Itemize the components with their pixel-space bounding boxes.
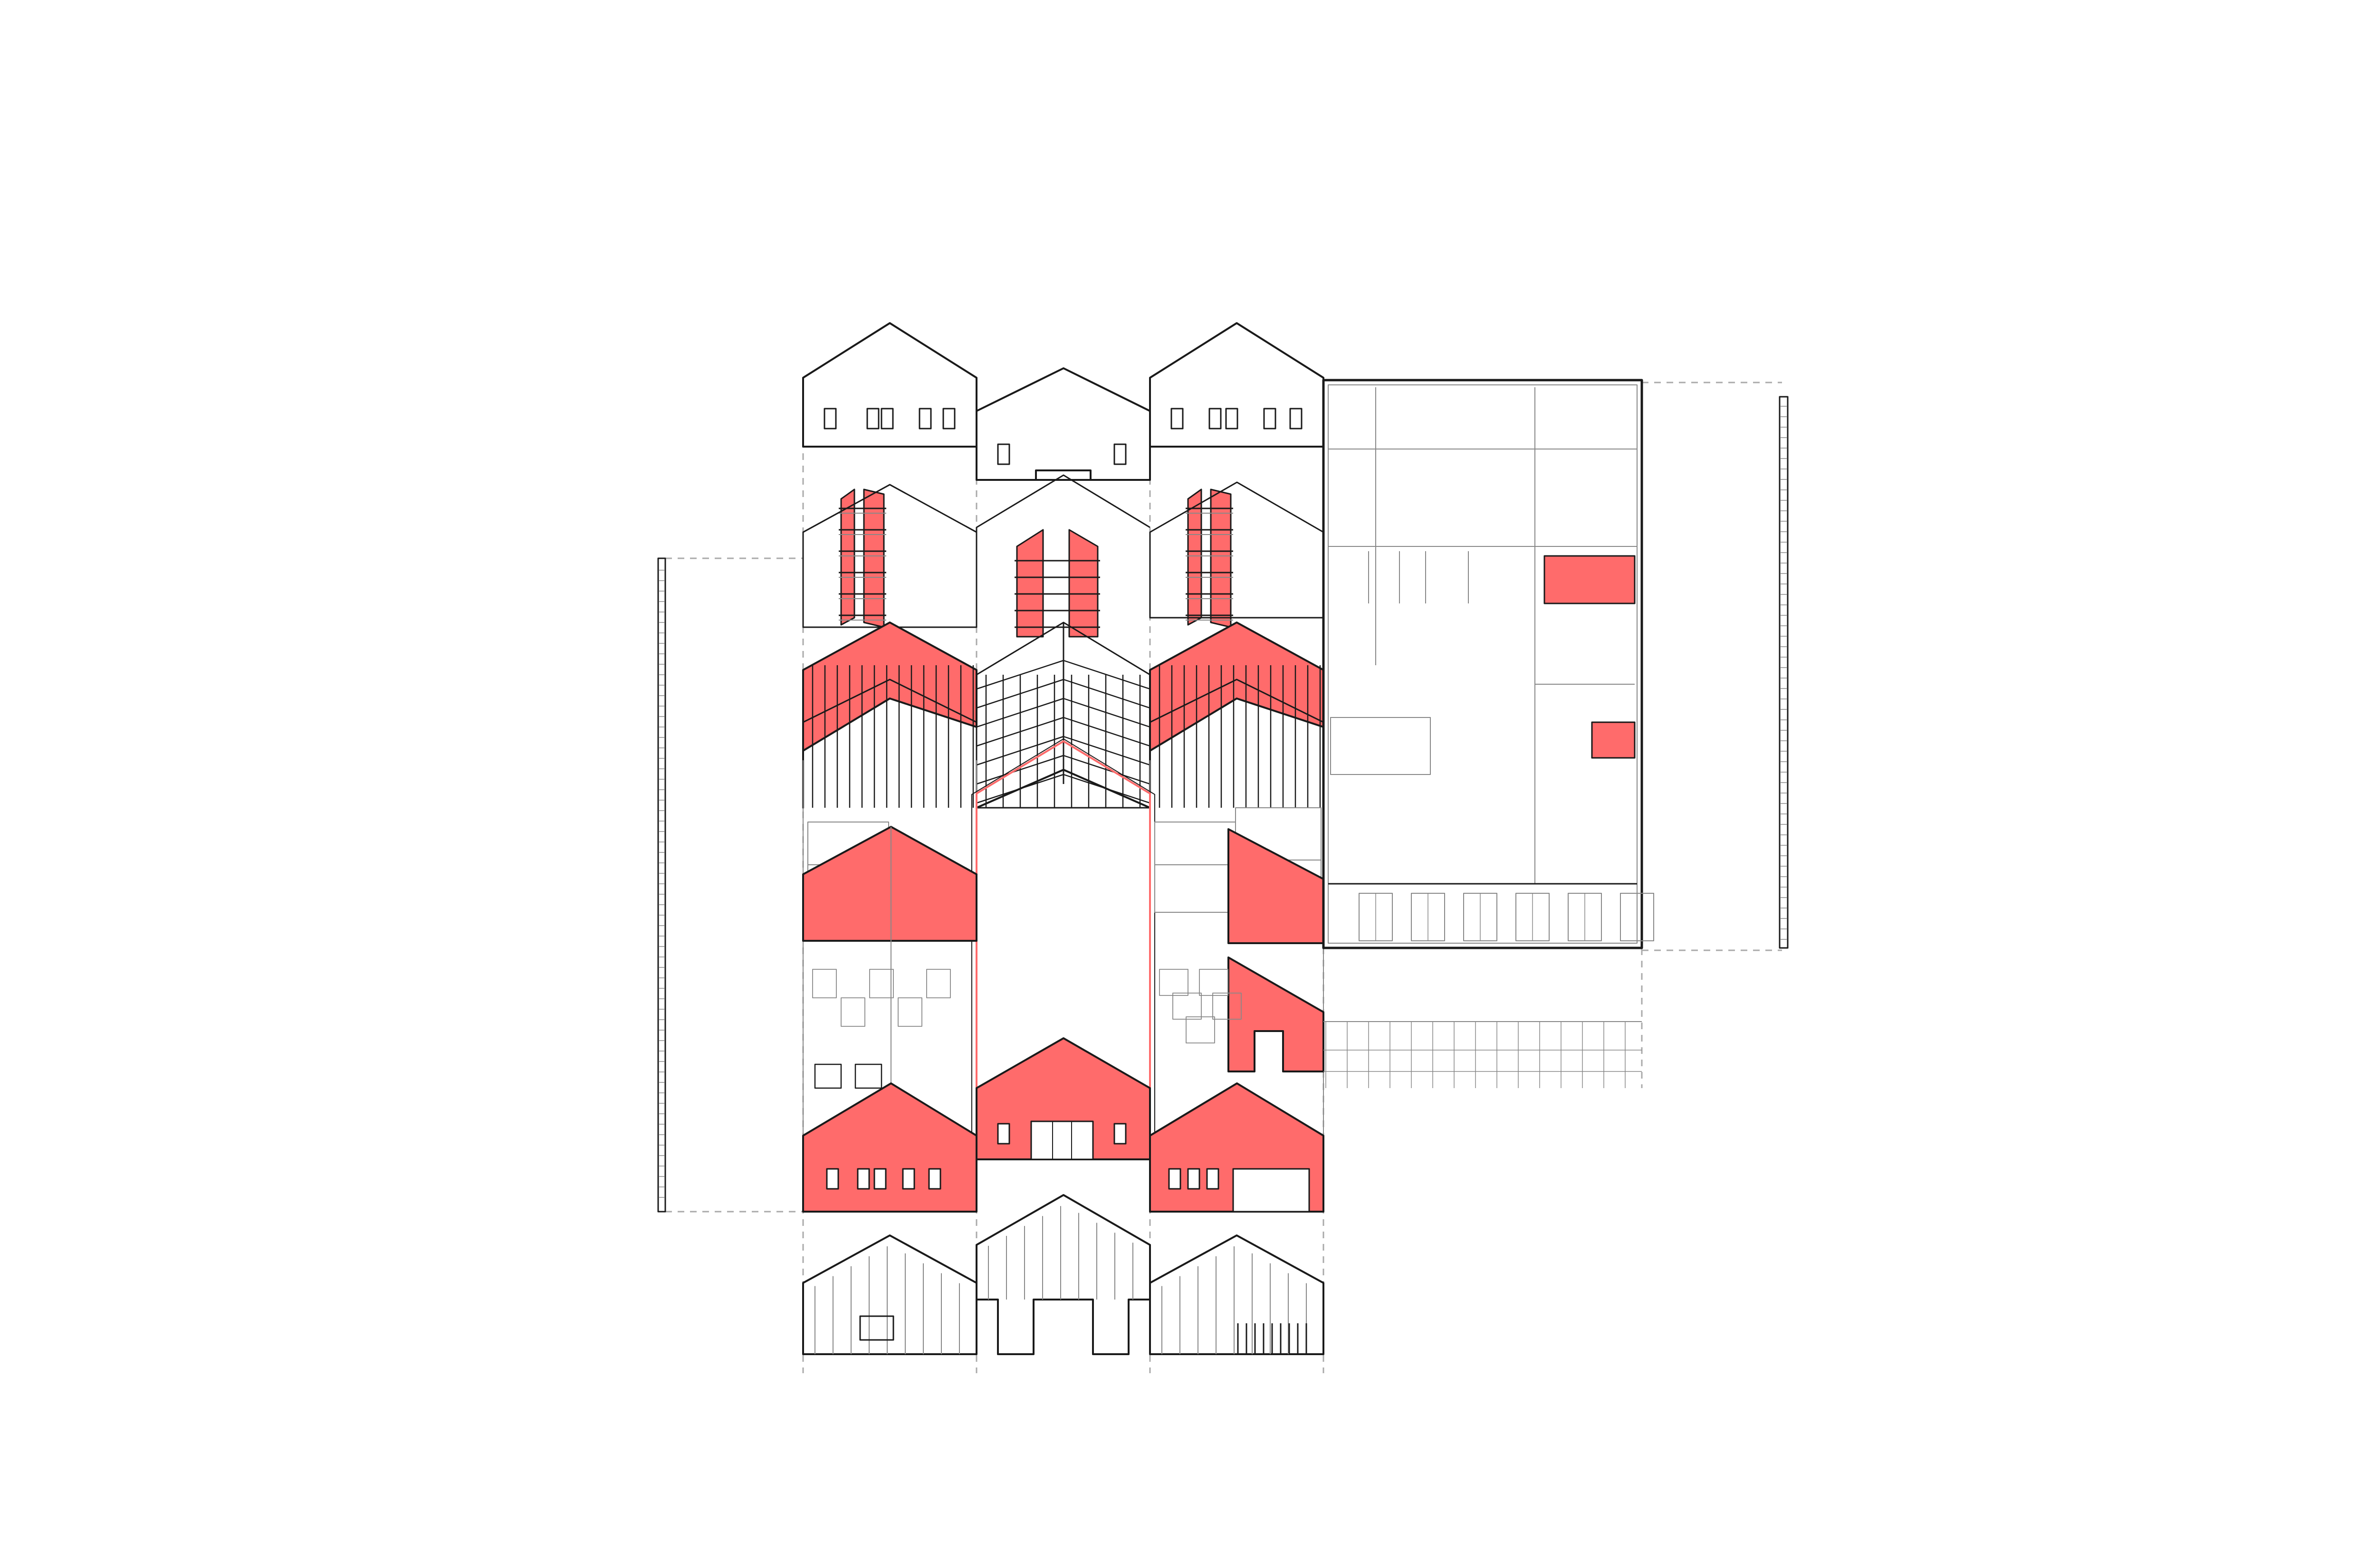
red-house-right — [1149, 1082, 1324, 1213]
window — [866, 408, 880, 430]
red-gable — [1227, 828, 1324, 944]
window — [1187, 1168, 1200, 1190]
window-tier-cluster — [1015, 529, 1100, 638]
window — [857, 1168, 870, 1190]
left-side-elevation-strip — [657, 557, 666, 1213]
room-outline — [1159, 969, 1188, 996]
right-side-elevation-strip — [1779, 396, 1789, 949]
window — [1225, 408, 1238, 430]
gable-outline — [802, 322, 977, 448]
red-panel — [1210, 488, 1232, 628]
window — [873, 1168, 887, 1190]
base-house — [802, 1234, 977, 1355]
window — [997, 443, 1010, 465]
red-gable-wall — [1227, 828, 1324, 1072]
red-panel — [863, 488, 885, 628]
window — [854, 1063, 882, 1089]
base-outline — [802, 1234, 977, 1355]
red-house-left — [802, 1082, 977, 1213]
base-outline — [976, 1194, 1151, 1355]
room-outline — [869, 969, 894, 998]
red-gable — [1227, 956, 1324, 1072]
flat-roof-annex — [1322, 379, 1654, 1088]
room-outline — [841, 997, 865, 1027]
window — [1168, 1168, 1181, 1190]
red-house — [976, 1037, 1151, 1160]
window — [1113, 443, 1127, 465]
room-outline — [1154, 822, 1236, 913]
window — [859, 1315, 894, 1341]
red-house-middle — [976, 1037, 1151, 1160]
room-outline — [1212, 993, 1242, 1020]
red-panel — [1591, 721, 1636, 759]
tier-outline — [976, 474, 1150, 627]
window — [1170, 408, 1184, 430]
window — [1208, 408, 1222, 430]
window — [824, 408, 837, 430]
entrance-door — [1030, 1120, 1094, 1160]
gable-outline — [976, 367, 1151, 481]
window — [928, 1168, 941, 1190]
base-elevation — [802, 1194, 1324, 1355]
red-panel — [1016, 529, 1044, 638]
annex-lower-elevation — [1323, 1021, 1642, 1088]
tier-outline — [1149, 481, 1324, 619]
room-outline — [1199, 969, 1228, 996]
room-outline — [1172, 993, 1202, 1020]
side-strip — [1779, 396, 1789, 949]
purlin — [803, 679, 977, 723]
entry-notch — [1035, 469, 1092, 480]
red-panel — [840, 488, 855, 626]
window — [942, 408, 956, 430]
red-front-facade — [802, 1037, 1324, 1213]
red-gable-wall — [802, 826, 977, 1212]
annex-outline — [1322, 379, 1643, 949]
red-panel — [1068, 529, 1099, 638]
window — [997, 1123, 1010, 1145]
room-outline — [1330, 717, 1431, 775]
side-strip — [657, 557, 666, 1213]
red-rafter-roof — [802, 621, 977, 809]
window — [919, 408, 932, 430]
window — [814, 1063, 842, 1089]
red-roof-plane — [1149, 621, 1324, 809]
window — [826, 1168, 839, 1190]
red-gable — [802, 826, 977, 942]
window — [902, 1168, 915, 1190]
window — [1289, 408, 1303, 430]
room-outline — [898, 997, 922, 1027]
window-tier-cluster — [839, 488, 886, 628]
annex-inner-outline — [1328, 384, 1638, 944]
rafter-grid-middle — [976, 621, 1151, 809]
rafter-grid-outline — [976, 621, 1151, 809]
red-house — [802, 1082, 977, 1213]
red-window-tiers — [802, 474, 1324, 638]
window — [1263, 408, 1276, 430]
gable-outline — [1149, 322, 1324, 448]
window-tier-cluster — [1186, 488, 1233, 628]
window — [1206, 1168, 1219, 1190]
garage-door — [1232, 1168, 1310, 1213]
top-roof-elevation — [802, 322, 1324, 481]
red-roof-rafters — [802, 621, 1324, 809]
red-rafter-roof — [1149, 621, 1324, 809]
window — [1113, 1123, 1127, 1145]
tier-outline — [802, 484, 977, 628]
base-house — [976, 1194, 1151, 1355]
room-outline — [812, 969, 837, 998]
room-outline — [926, 969, 951, 998]
room-outline — [1186, 1016, 1215, 1043]
purlin — [1150, 679, 1324, 723]
red-roof-plane — [802, 621, 977, 809]
red-panel — [1543, 555, 1636, 604]
window — [881, 408, 894, 430]
